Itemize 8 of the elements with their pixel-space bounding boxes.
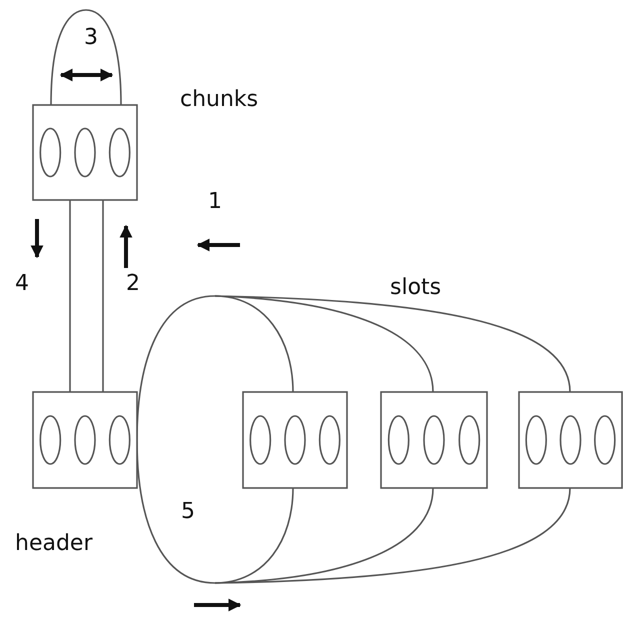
callout-number: 5 [181, 500, 195, 524]
callout-number: 4 [15, 272, 29, 296]
callout-number: 2 [126, 272, 140, 296]
callout-number: 3 [84, 26, 98, 50]
callout-number: 1 [208, 190, 222, 214]
part-label: slots [390, 276, 442, 300]
part-label: chunks [180, 88, 258, 112]
part-label: header [15, 532, 93, 556]
